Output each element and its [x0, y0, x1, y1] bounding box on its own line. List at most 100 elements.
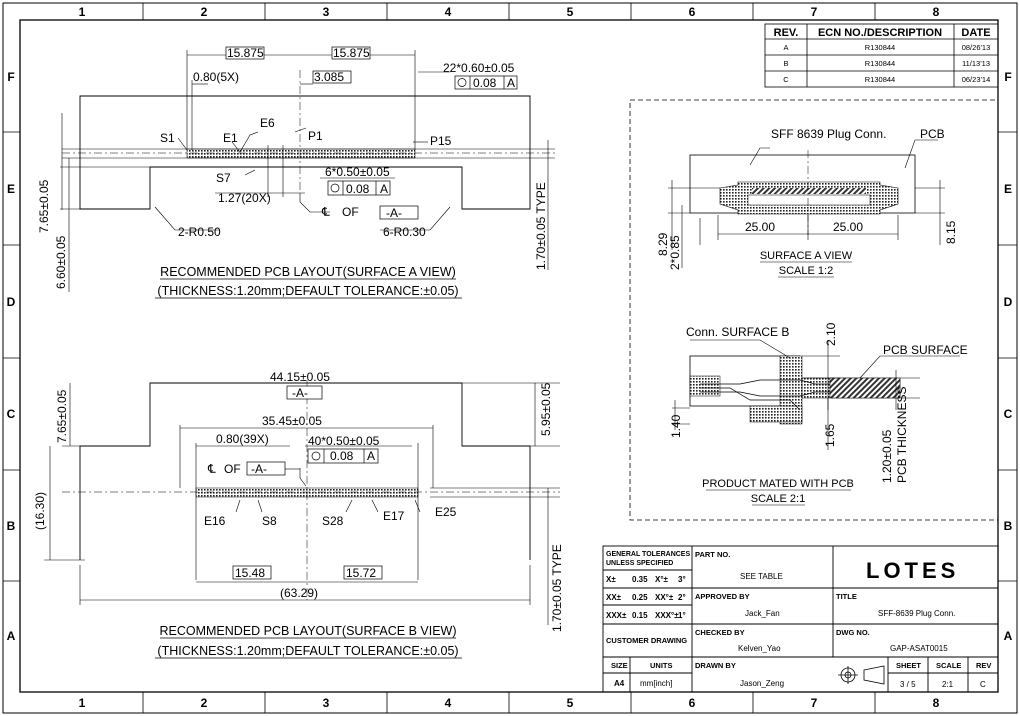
label-pcb-thickness: PCB THICKNESS	[895, 387, 909, 483]
label-p15: P15	[430, 134, 452, 148]
col-label: 3	[323, 5, 330, 19]
tol-ang-key: XX°±	[655, 593, 674, 602]
row-label: A	[7, 629, 16, 643]
dim-1548: 15.48	[235, 566, 265, 580]
dim-3545: 35.45±0.05	[262, 414, 322, 428]
row-labels: F E D C B A F E D C B A	[7, 70, 1013, 643]
row-label: D	[1004, 295, 1013, 309]
dim-170-a: 1.70±0.05 TYPE	[534, 182, 548, 270]
drawn-label: DRAWN BY	[695, 661, 736, 670]
dim-815: 8.15	[944, 220, 958, 244]
row-label: B	[1004, 519, 1013, 533]
ecn-cell: R130844	[865, 75, 895, 84]
radius-030: 6-R0.30	[383, 225, 426, 239]
tol-ang-key: XXX°±	[655, 611, 679, 620]
caption-top-1: SURFACE A VIEW	[760, 250, 853, 262]
pcb-layout-surface-b: 44.15±0.05 -A- 35.45±0.05 0.80(39X) 40*0…	[33, 370, 564, 659]
col-label: 2	[201, 696, 208, 710]
dim-660-a: 6.60±0.05	[54, 235, 68, 289]
pcb-outline-b	[79, 382, 531, 560]
dim-120: 1.20±0.05	[880, 429, 894, 483]
caption-mated-1: PRODUCT MATED WITH PCB	[702, 478, 854, 490]
tol-ang-val: 1°	[678, 611, 686, 620]
dim-170-b: 1.70±0.05 TYPE	[550, 544, 564, 632]
row-label: F	[1004, 70, 1011, 84]
label-pcb-top: PCB	[920, 127, 945, 141]
dim-765-a: 7.65±0.05	[37, 179, 51, 233]
tol-ang-val: 2°	[678, 593, 686, 602]
units-value: mm[inch]	[640, 679, 672, 688]
label-e6: E6	[260, 116, 275, 130]
pcb-layout-surface-a: 15.875 15.875 0.80(5X) 3.085 22*0.60±0.0…	[37, 46, 555, 299]
tol-key: XXX±	[606, 611, 627, 620]
row-label: D	[7, 295, 16, 309]
rev-cell: C	[783, 75, 789, 84]
row-label: A	[1004, 629, 1013, 643]
centerline-symbol-a: ℄	[321, 205, 330, 219]
rev-label: REV	[976, 661, 991, 670]
dim-4415: 44.15±0.05	[270, 370, 330, 384]
cl-of-label: OF	[342, 205, 359, 219]
sheet-label: SHEET	[896, 661, 921, 670]
rev-cell: B	[783, 59, 788, 68]
dim-210: 2.10	[824, 322, 838, 346]
pad-row-a	[186, 148, 416, 159]
dim-15875-left: 15.875	[227, 46, 264, 60]
tol-val: 0.25	[632, 593, 648, 602]
ecn-cell: R130844	[865, 43, 895, 52]
dwg-no-value: GAP-ASAT0015	[890, 644, 948, 653]
row-label: C	[1004, 407, 1013, 421]
dim-127-20x: 1.27(20X)	[218, 191, 271, 205]
tol-val: 0.15	[632, 611, 648, 620]
dim-765-b: 7.65±0.05	[55, 389, 69, 443]
scale-label: SCALE	[936, 661, 961, 670]
part-no-label: PART NO.	[695, 550, 730, 559]
tol-ang-key: X°±	[655, 575, 669, 584]
rev-header: REV.	[774, 27, 799, 39]
rev-cell: A	[783, 43, 788, 52]
datum-a-b: -A-	[292, 386, 308, 400]
col-label: 6	[689, 5, 696, 19]
label-s1: S1	[160, 131, 175, 145]
label-e17: E17	[383, 509, 405, 523]
dim-datum-ref-b: A	[380, 182, 388, 196]
dim-40x050: 40*0.50±0.05	[308, 434, 380, 448]
dim-595: 5.95±0.05	[539, 382, 553, 436]
checked-label: CHECKED BY	[695, 628, 745, 637]
gen-tol-1: GENERAL TOLERANCES	[606, 551, 690, 558]
dim-datum-ref: A	[507, 76, 515, 90]
col-label: 1	[79, 5, 86, 19]
dim-1630: (16.30)	[33, 492, 47, 530]
title-label: TITLE	[836, 592, 857, 601]
part-no-value: SEE TABLE	[740, 572, 783, 581]
date-header: DATE	[961, 27, 990, 39]
dim-tol-008: 0.08	[473, 76, 497, 90]
label-e1: E1	[223, 131, 238, 145]
customer-drawing-label: CUSTOMER DRAWING	[606, 636, 687, 645]
dim-140: 1.40	[669, 414, 683, 438]
column-labels: 1 2 3 4 5 6 7 8 1 2 3 4 5 6 7 8	[79, 5, 940, 710]
label-conn-surface-b: Conn. SURFACE B	[686, 325, 789, 339]
units-label: UNITS	[650, 661, 673, 670]
dim-829: 8.29	[656, 232, 670, 256]
lotes-logo: LOTES	[866, 558, 959, 583]
gen-tol-2: UNLESS SPECIFIED	[606, 560, 673, 567]
title-block: GENERAL TOLERANCES UNLESS SPECIFIED X± 0…	[602, 545, 999, 693]
dim-6x050: 6*0.50±0.05	[325, 165, 390, 179]
dim-6329: (63.29)	[280, 586, 318, 600]
label-e25: E25	[435, 505, 457, 519]
row-label: B	[7, 519, 16, 533]
dim-080-39x: 0.80(39X)	[216, 432, 269, 446]
dim-2x085: 2*0.85	[668, 235, 682, 270]
title-value: SFF-8639 Plug Conn.	[878, 609, 955, 618]
dim-datum-ref-b2: A	[367, 449, 375, 463]
scale-value: 2:1	[942, 680, 954, 689]
dim-tol-008b: 0.08	[346, 182, 370, 196]
ecn-header: ECN NO./DESCRIPTION	[818, 27, 942, 39]
row-label: E	[1004, 182, 1012, 196]
projection-symbol-icon	[838, 665, 885, 685]
detail-surface-a: SFF 8639 Plug Conn. PCB 25.00 25.00 8.29…	[656, 127, 958, 278]
approved-value: Jack_Fan	[745, 609, 780, 618]
